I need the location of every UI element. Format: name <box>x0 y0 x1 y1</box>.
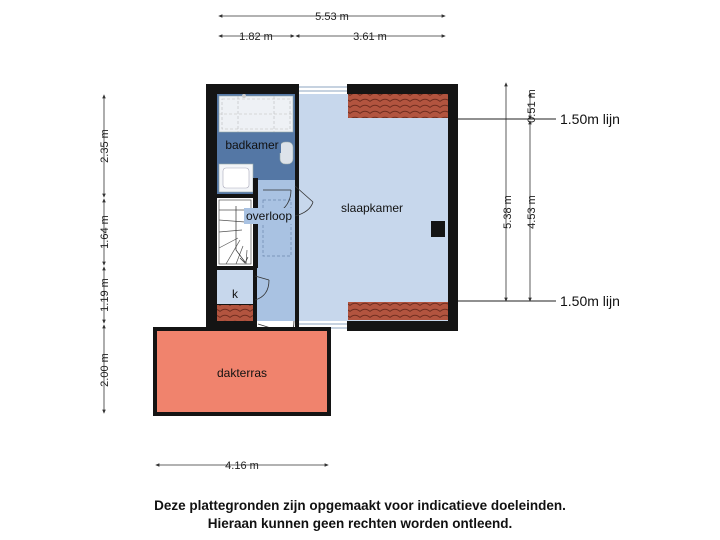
closet-area <box>217 270 253 304</box>
right-dimensions: 5.38 m 0.51 m 4.53 m <box>502 82 538 302</box>
room-label-landing: overloop <box>246 209 292 223</box>
terrace <box>153 327 331 416</box>
staircase <box>218 199 252 265</box>
roof-tiles-closet <box>217 305 253 321</box>
line-label-lower: 1.50m lijn <box>560 293 620 309</box>
dim-right-mid: 4.53 m <box>526 195 538 229</box>
top-dimensions: 5.53 m 1.82 m 3.61 m <box>218 11 446 43</box>
bathroom-fixtures <box>218 94 299 321</box>
dim-top-total: 5.53 m <box>315 11 349 23</box>
disclaimer-line-2: Hieraan kunnen geen rechten worden ontle… <box>207 516 513 531</box>
dim-left-2: 1.64 m <box>99 215 111 249</box>
line-label-upper: 1.50m lijn <box>560 111 620 127</box>
left-dimensions: 2.35 m 1.64 m 1.19 m 2.00 m <box>99 94 111 414</box>
room-label-bathroom: badkamer <box>225 138 278 152</box>
dim-left-3: 1.19 m <box>99 278 111 312</box>
dim-left-4: 2.00 m <box>99 353 111 387</box>
room-label-bedroom: slaapkamer <box>341 201 403 215</box>
room-label-closet: k <box>232 287 239 301</box>
roof-tiles-bottom <box>348 302 448 320</box>
bottom-dimensions: 4.16 m <box>155 460 329 472</box>
dim-left-1: 2.35 m <box>99 129 111 163</box>
dim-bottom: 4.16 m <box>225 460 259 472</box>
height-lines: 1.50m lijn 1.50m lijn <box>458 111 620 309</box>
room-label-terrace: dakterras <box>217 366 267 380</box>
disclaimer-line-1: Deze plattegronden zijn opgemaakt voor i… <box>154 498 566 513</box>
building <box>206 84 458 331</box>
dim-right-total: 5.38 m <box>502 195 514 229</box>
dim-right-small: 0.51 m <box>526 89 538 123</box>
dim-top-right: 3.61 m <box>353 31 387 43</box>
bedroom-area <box>299 94 448 321</box>
roof-tiles-top <box>348 94 448 118</box>
dim-top-left: 1.82 m <box>239 31 273 43</box>
